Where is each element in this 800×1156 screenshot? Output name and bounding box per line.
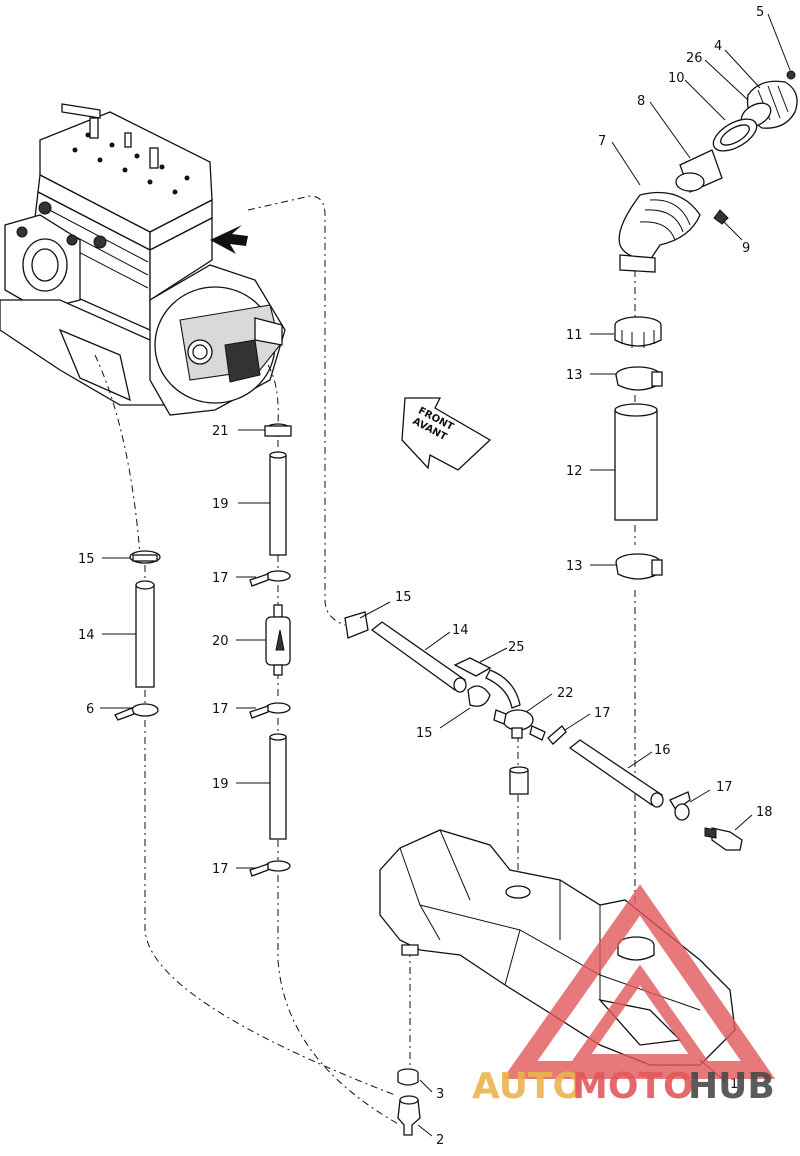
part-13-clamp-bottom [615, 553, 663, 580]
part-3-grommet [397, 1068, 419, 1086]
front-arrow [401, 397, 492, 471]
part-16-hose [568, 739, 664, 806]
label-17-e: 17 [716, 780, 733, 795]
engine [0, 103, 286, 416]
watermark-moto: MOTO [572, 1066, 694, 1107]
label-13-top: 13 [566, 368, 583, 383]
label-17-d: 17 [594, 706, 611, 721]
part-14-hose-left [135, 584, 155, 688]
label-4: 4 [714, 39, 722, 54]
part-13-clamp-top [615, 366, 663, 391]
label-2: 2 [436, 1133, 444, 1148]
part-6-clamp [131, 703, 159, 717]
part-15-clamp-lower [467, 685, 491, 707]
left-hose-stack [114, 550, 161, 721]
part-5-plug [786, 70, 796, 80]
watermark-hub: HUB [688, 1066, 775, 1107]
label-9: 9 [742, 241, 750, 256]
part-25-fitting [453, 657, 492, 677]
label-3: 3 [436, 1087, 444, 1102]
part-7-neck [618, 191, 701, 261]
part-2-fitting [397, 1095, 421, 1136]
part-15-clamp-upper [344, 611, 369, 639]
part-12-hose [614, 403, 658, 521]
label-15-upper: 15 [395, 590, 412, 605]
part-19-hose-upper [269, 454, 287, 556]
label-17-c: 17 [212, 862, 229, 877]
diagonal-hoses [344, 611, 743, 851]
label-12: 12 [566, 464, 583, 479]
label-6: 6 [86, 702, 94, 717]
label-15-lower: 15 [416, 726, 433, 741]
label-8: 8 [637, 94, 645, 109]
label-5: 5 [756, 5, 764, 20]
watermark-triangle-logo [502, 884, 776, 1079]
part-9-drop [713, 209, 729, 225]
label-17-b: 17 [212, 702, 229, 717]
label-13-bottom: 13 [566, 559, 583, 574]
label-19-upper: 19 [212, 497, 229, 512]
label-18: 18 [756, 805, 773, 820]
part-18-valve [711, 827, 743, 851]
label-19-lower: 19 [212, 777, 229, 792]
label-25: 25 [508, 640, 525, 655]
label-1: 1 [730, 1077, 738, 1092]
label-14-diag: 14 [452, 623, 469, 638]
label-11: 11 [566, 328, 583, 343]
label-10: 10 [668, 71, 685, 86]
part-11-nut [614, 316, 662, 348]
filler-assembly [618, 70, 798, 273]
label-22: 22 [557, 686, 574, 701]
label-17-a: 17 [212, 571, 229, 586]
label-21: 21 [212, 424, 229, 439]
part-22-tee [502, 709, 534, 731]
label-15-left: 15 [78, 552, 95, 567]
label-16: 16 [654, 743, 671, 758]
watermark: AUTO MOTO HUB [472, 884, 776, 1107]
label-14-left: 14 [78, 628, 95, 643]
part-labels: 5 4 26 10 8 7 9 11 13 12 13 21 19 17 20 … [78, 5, 773, 1148]
label-7: 7 [598, 134, 606, 149]
filter-stack [249, 423, 292, 877]
part-19-hose-lower [269, 736, 287, 840]
watermark-auto: AUTO [472, 1066, 583, 1107]
label-20: 20 [212, 634, 229, 649]
label-26: 26 [686, 51, 703, 66]
